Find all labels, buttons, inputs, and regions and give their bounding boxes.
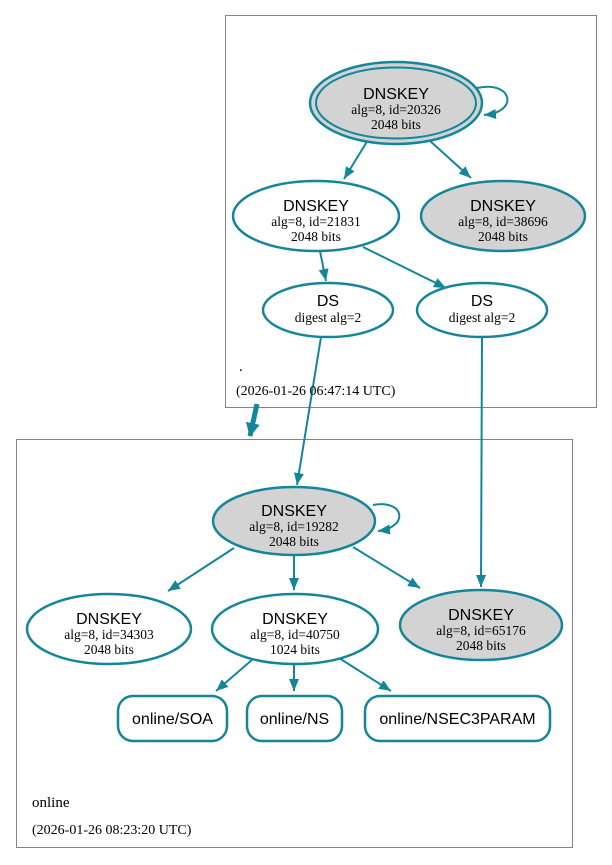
online-zsk-detail-2: 1024 bits [270,642,320,657]
online-key65176-title: DNSKEY [448,607,514,624]
edge-root-delegation-to-online [245,403,260,437]
online-zsk-detail-1: alg=8, id=40750 [250,627,340,642]
ds-left-detail: digest alg=2 [295,310,361,325]
online-ksk-detail-1: alg=8, id=19282 [249,519,338,534]
edge-ds-right-to-online-key65176 [476,336,487,588]
edge-root-zsk-to-ds-right [362,246,447,289]
ds-left-title: DS [317,293,339,310]
ds-right-ellipse[interactable] [415,281,549,339]
edge-online-ksk-to-key65176 [352,546,421,589]
zone-box-online [16,439,573,848]
edge-root-ksk-to-key38696 [428,139,472,179]
zone-timestamp-online: (2026-01-26 08:23:20 UTC) [32,823,192,838]
online-key65176-detail-2: 2048 bits [456,638,506,653]
root-ksk-detail-1: alg=8, id=20326 [351,102,441,117]
node-rrset-soa[interactable]: online/SOA [116,694,229,743]
online-ksk-ellipse[interactable] [211,485,377,557]
root-zsk-detail-1: alg=8, id=21831 [271,214,360,229]
root-zsk-title: DNSKEY [283,198,349,215]
online-key65176-detail-1: alg=8, id=65176 [436,623,526,638]
zone-timestamp-root: (2026-01-26 06:47:14 UTC) [236,384,396,399]
node-online-key-34303[interactable]: DNSKEY alg=8, id=34303 2048 bits [25,592,193,666]
edge-online-ksk-selfloop [372,503,401,535]
node-root-key-38696[interactable]: DNSKEY alg=8, id=38696 2048 bits [419,179,587,253]
root-zsk-ellipse[interactable] [231,179,401,253]
node-rrset-ns[interactable]: online/NS [245,694,344,743]
rrset-nsec3param-label: online/NSEC3PARAM [379,711,535,728]
ds-right-title: DS [471,293,493,310]
root-key38696-ellipse[interactable] [419,179,587,253]
rrset-nsec3param-box[interactable] [363,694,552,743]
root-key38696-detail-2: 2048 bits [478,229,528,244]
edge-online-zsk-to-nsec3param [338,657,392,692]
online-key34303-ellipse[interactable] [25,592,193,666]
node-ds-left[interactable]: DS digest alg=2 [261,281,395,339]
node-root-ksk-20326[interactable]: DNSKEY alg=8, id=20326 2048 bits [308,60,484,146]
rrset-ns-box[interactable] [245,694,344,743]
root-ksk-ellipse[interactable] [308,60,484,146]
edge-online-zsk-to-soa [215,658,254,692]
root-ksk-detail-2: 2048 bits [371,117,421,132]
root-ksk-title: DNSKEY [363,86,429,103]
root-key38696-title: DNSKEY [470,198,536,215]
node-online-ksk-19282[interactable]: DNSKEY alg=8, id=19282 2048 bits [211,485,377,557]
online-key34303-detail-1: alg=8, id=34303 [64,627,154,642]
edge-root-ksk-to-zsk [343,139,369,180]
online-ksk-detail-2: 2048 bits [269,534,319,549]
edge-root-zsk-to-ds-left [318,250,329,282]
online-key34303-detail-2: 2048 bits [84,642,134,657]
online-ksk-title: DNSKEY [261,503,327,520]
zone-label-online: online [32,795,70,811]
node-online-zsk-40750[interactable]: DNSKEY alg=8, id=40750 1024 bits [210,592,380,666]
online-zsk-ellipse[interactable] [210,592,380,666]
node-online-key-65176[interactable]: DNSKEY alg=8, id=65176 2048 bits [398,588,564,662]
root-key38696-detail-1: alg=8, id=38696 [458,214,548,229]
edge-ds-left-to-online-ksk [293,336,322,486]
node-root-zsk-21831[interactable]: DNSKEY alg=8, id=21831 2048 bits [231,179,401,253]
zone-box-root [225,15,597,408]
node-ds-right[interactable]: DS digest alg=2 [415,281,549,339]
root-ksk-inner-ellipse [315,66,477,140]
rrset-soa-label: online/SOA [132,711,213,728]
online-zsk-title: DNSKEY [262,611,328,628]
root-zsk-detail-2: 2048 bits [291,229,341,244]
zone-label-root: . [239,359,243,375]
edge-online-ksk-to-key34303 [167,547,235,592]
ds-left-ellipse[interactable] [261,281,395,339]
node-rrset-nsec3param[interactable]: online/NSEC3PARAM [363,694,552,743]
rrset-soa-box[interactable] [116,694,229,743]
online-key34303-title: DNSKEY [76,611,142,628]
online-key65176-ellipse[interactable] [398,588,564,662]
rrset-ns-label: online/NS [260,711,329,728]
edge-root-ksk-selfloop [476,85,509,119]
ds-right-detail: digest alg=2 [449,310,515,325]
